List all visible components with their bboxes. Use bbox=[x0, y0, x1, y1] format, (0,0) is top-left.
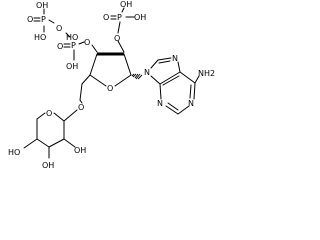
label-oh-p1-top: OH bbox=[36, 1, 48, 10]
ribose-ring-bonds bbox=[79, 40, 132, 101]
chemical-structure: OH O P HO O O P O OH O P OH OH O O N N N… bbox=[8, 0, 215, 170]
label-o-pyranose: O bbox=[46, 109, 52, 118]
atom-labels: OH O P HO O O P O OH O P OH OH O O N N N… bbox=[8, 0, 215, 170]
label-p1: P bbox=[41, 15, 46, 24]
adenine-bonds bbox=[150, 57, 200, 115]
pyranose-bonds bbox=[23, 99, 83, 159]
label-oh-p3-top: OH bbox=[120, 0, 132, 9]
label-p2: P bbox=[71, 41, 76, 50]
label-ho-4: HO bbox=[8, 148, 20, 157]
label-oh-2: OH bbox=[74, 146, 86, 155]
label-o-p2-ester: O bbox=[84, 38, 90, 47]
diphosphate-bonds bbox=[33, 8, 85, 61]
label-oh-p2: OH bbox=[66, 62, 78, 71]
label-n7: N bbox=[172, 54, 178, 63]
label-p3: P bbox=[117, 13, 122, 22]
label-n1: N bbox=[188, 99, 194, 108]
label-oh-p3-right: OH bbox=[134, 13, 146, 22]
label-n3: N bbox=[157, 99, 163, 108]
phosphate-bonds bbox=[110, 7, 135, 34]
glycosidic-hash-bond bbox=[131, 73, 143, 80]
label-o-p2-dbl: O bbox=[57, 42, 63, 51]
label-n9: N bbox=[144, 68, 150, 77]
label-ho-p1: HO bbox=[34, 33, 46, 42]
label-ho-1: HO bbox=[66, 33, 78, 42]
label-oh-3: OH bbox=[42, 161, 54, 170]
label-o-p3-dbl: O bbox=[103, 13, 109, 22]
label-o-p1: O bbox=[27, 15, 33, 24]
label-o-p3-ester: O bbox=[114, 34, 120, 43]
label-nh2: NH2 bbox=[198, 69, 215, 78]
label-o-ribose-ring: O bbox=[107, 84, 113, 93]
label-o-ether: O bbox=[78, 103, 84, 112]
label-o-bridge: O bbox=[56, 24, 62, 33]
